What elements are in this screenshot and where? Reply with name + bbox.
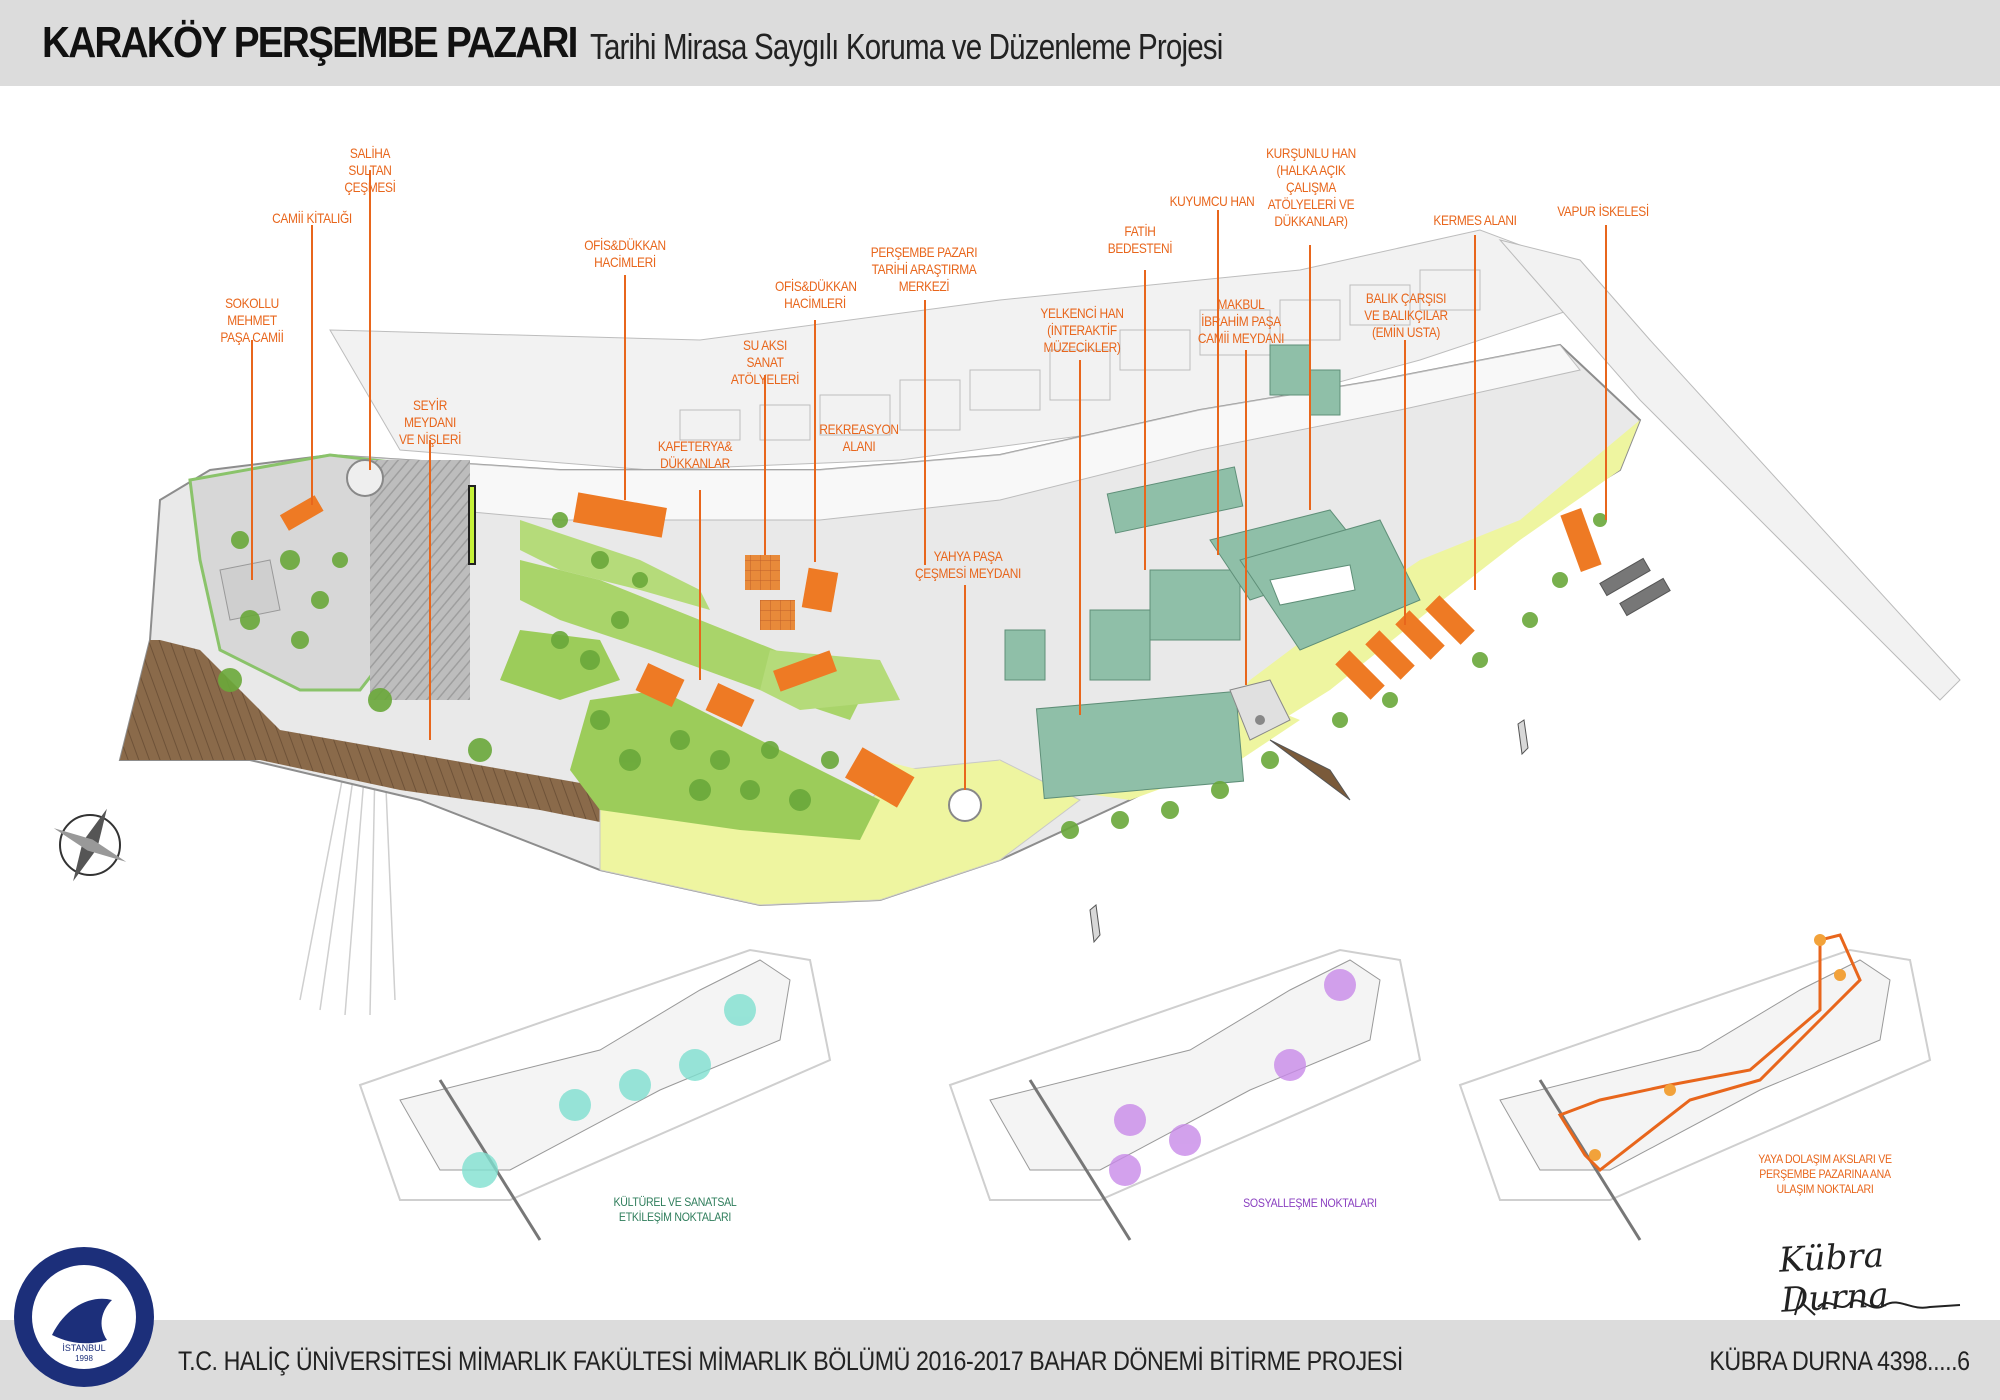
university-seal-logo: İSTANBUL 1998 xyxy=(14,1247,154,1387)
kursunlu-courtyard xyxy=(1269,564,1356,606)
makbul-mosque xyxy=(1229,679,1291,741)
header-bar: KARAKÖY PERŞEMBE PAZARI Tarihi Mirasa Sa… xyxy=(0,0,2000,86)
caption-yaya-dolasim: YAYA DOLAŞIM AKSLARI VE PERŞEMBE PAZARIN… xyxy=(1758,1152,1892,1196)
boat-1 xyxy=(1089,904,1101,944)
yahya-pasa-fountain xyxy=(948,788,982,822)
mini-map-yaya xyxy=(1458,933,1932,1241)
site-plan xyxy=(53,170,1961,1241)
page-title: KARAKÖY PERŞEMBE PAZARI xyxy=(42,18,578,67)
label-kafeterya-dukkanlar: KAFETERYA& DÜKKANLAR xyxy=(657,438,733,471)
trees xyxy=(218,512,1607,839)
label-ofis-dukkan-2: OFİS&DÜKKAN HACİMLERİ xyxy=(775,278,857,311)
label-camii-kitaligi: CAMİİ KİTALIĞI xyxy=(272,210,352,226)
label-balik-carsisi: BALIK ÇARŞISI VE BALIKÇILAR (EMİN USTA) xyxy=(1364,290,1448,340)
label-kursunlu-han: KURŞUNLU HAN (HALKA AÇIK ÇALIŞMA ATÖLYEL… xyxy=(1266,145,1356,229)
label-su-aksi-sanat: SU AKSI SANAT ATÖLYELERİ xyxy=(730,337,800,387)
label-rekreasyon-alani: REKREASYON ALANI xyxy=(819,421,899,454)
label-makbul-ibrahim-pasa: MAKBUL İBRAHİM PAŞA CAMİİ MEYDANI xyxy=(1197,296,1285,346)
wooden-boardwalk xyxy=(120,640,640,830)
orange-program-blocks xyxy=(573,492,1602,808)
hatched-roof xyxy=(370,460,470,700)
caption-sosyallesme: SOSYALLEŞME NOKTALARI xyxy=(1243,1196,1377,1210)
label-yelkenci-han: YELKENCİ HAN (İNTERAKTİF MÜZECİKLER) xyxy=(1040,305,1124,355)
boat-2 xyxy=(1517,719,1529,756)
label-saliha-sultan-cesmesi: SALİHA SULTAN ÇEŞMESİ xyxy=(344,145,396,195)
footer-bar: T.C. HALİÇ ÜNİVERSİTESİ MİMARLIK FAKÜLTE… xyxy=(0,1320,2000,1400)
label-sokollu-mehmet-pasa-camii: SOKOLLU MEHMET PAŞA CAMİİ xyxy=(220,295,284,345)
label-ofis-dukkan-1: OFİS&DÜKKAN HACİMLERİ xyxy=(584,237,666,270)
page-subtitle: Tarihi Mirasa Saygılı Koruma ve Düzenlem… xyxy=(590,26,1223,67)
label-fatih-bedesteni: FATİH BEDESTENİ xyxy=(1107,223,1173,256)
seal-year: 1998 xyxy=(75,1354,93,1363)
mini-map-kultur xyxy=(358,948,832,1241)
footer-author: KÜBRA DURNA 4398.....6 xyxy=(1709,1346,1971,1376)
north-arrow-icon xyxy=(53,808,127,882)
label-kermes-alani: KERMES ALANI xyxy=(1433,212,1517,228)
signature-scribble xyxy=(1794,1289,1961,1316)
karakoy-shore xyxy=(1498,239,1961,701)
piers xyxy=(1269,557,1671,801)
caption-kulturel-etkilesim: KÜLTÜREL VE SANATSAL ETKİLEŞİM NOKTALARI xyxy=(613,1195,737,1224)
bridge-lines xyxy=(299,764,396,1016)
label-vapur-iskelesi: VAPUR İSKELESİ xyxy=(1557,203,1649,219)
label-persembe-pazari-arastirma: PERŞEMBE PAZARI TARİHİ ARAŞTIRMA MERKEZİ xyxy=(870,244,978,294)
saliha-cesme-symbol xyxy=(346,459,384,497)
mini-map-sosyal xyxy=(948,948,1422,1241)
leader-lines xyxy=(251,170,1607,790)
footer-institution: T.C. HALİÇ ÜNİVERSİTESİ MİMARLIK FAKÜLTE… xyxy=(178,1346,1403,1376)
seal-city: İSTANBUL xyxy=(62,1343,105,1353)
sokollu-mosque xyxy=(219,559,281,621)
label-yahya-pasa-cesmesi: YAHYA PAŞA ÇEŞMESİ MEYDANI xyxy=(914,548,1021,581)
label-kuyumcu-han: KUYUMCU HAN xyxy=(1169,193,1255,209)
label-seyir-meydani: SEYİR MEYDANI VE NİŞLERİ xyxy=(398,397,462,447)
